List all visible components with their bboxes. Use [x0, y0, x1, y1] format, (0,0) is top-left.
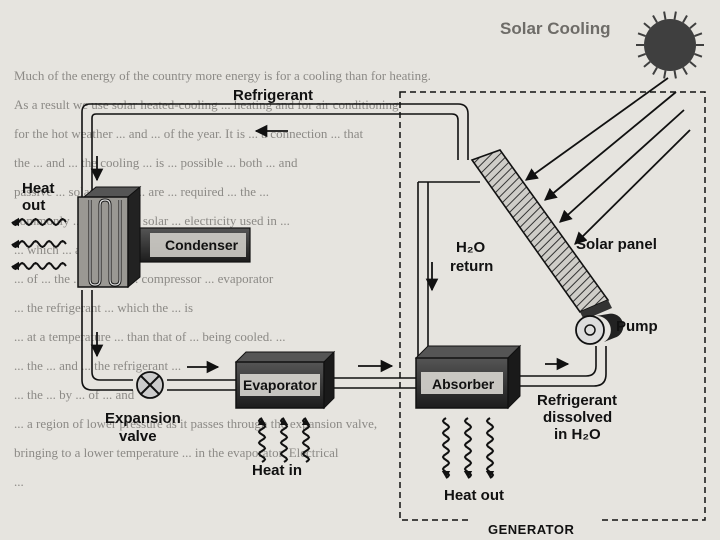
evaporator-box	[234, 350, 336, 410]
solar-ray-arrow	[544, 91, 677, 201]
heat-out-bottom-label: Heat out	[444, 487, 504, 504]
generator-boundary	[399, 91, 706, 521]
heat-in-label: Heat in	[252, 462, 302, 479]
section-heading: Solar Cooling	[500, 19, 611, 38]
solar-ray-arrow	[559, 109, 685, 223]
generator-label-bg	[470, 518, 600, 538]
expansion-valve-label-line2: valve	[119, 428, 157, 445]
solar-ray-arrow	[524, 77, 669, 181]
background-text-line: ...	[14, 474, 24, 489]
h2o-return-label-line1: H₂O	[456, 239, 485, 256]
solar-panel-label: Solar panel	[576, 236, 657, 253]
background-text-line: Much of the energy of the country more e…	[14, 68, 431, 83]
sun-icon	[636, 11, 704, 79]
wavy-heat-arrow-icon	[11, 217, 67, 227]
wavy-heat-arrow-icon	[257, 417, 267, 463]
refrigerant-dissolved-label-line3: in H₂O	[554, 426, 601, 443]
wavy-heat-arrow-icon	[11, 261, 67, 271]
evaporator-label: Evaporator	[243, 377, 317, 393]
expansion-valve-label-line1: Expansion	[105, 410, 181, 427]
solar-ray-arrow	[574, 129, 691, 245]
background-text-line: passive ... solar energy ... are ... req…	[14, 184, 269, 199]
pump-label: Pump	[616, 318, 658, 335]
refrigerant-label: Refrigerant	[233, 87, 313, 104]
wavy-heat-arrow-icon	[485, 417, 495, 479]
background-text-line: for the hot weather ... and ... of the y…	[14, 126, 363, 141]
refrigerant-dissolved-label-line1: Refrigerant	[537, 392, 617, 409]
wavy-heat-arrow-icon	[301, 417, 311, 463]
absorber-label: Absorber	[432, 376, 495, 392]
heat-out-label-line1: Heat	[22, 180, 55, 197]
pump-icon	[575, 313, 624, 345]
wavy-heat-arrow-icon	[441, 417, 451, 479]
h2o-return-pipe	[417, 181, 480, 358]
heat-arrows	[11, 217, 495, 479]
refrigerant-pipe	[81, 103, 607, 391]
background-text-line: the ... and ... the cooling ... is ... p…	[14, 155, 298, 170]
generator-label: GENERATOR	[488, 522, 574, 537]
refrigerant-dissolved-label-line2: dissolved	[543, 409, 612, 426]
background-text-line: ... the ... and ... the refrigerant ...	[14, 358, 181, 373]
wavy-heat-arrow-icon	[11, 239, 67, 249]
wavy-heat-arrow-icon	[279, 417, 289, 463]
expansion-valve-icon	[136, 371, 164, 399]
heat-out-label-line2: out	[22, 197, 45, 214]
condenser-box	[77, 185, 251, 289]
condenser-label: Condenser	[165, 237, 239, 253]
solar-ray-arrows	[524, 77, 691, 245]
solar-panel	[470, 149, 612, 320]
background-text-line: bringing to a lower temperature ... in t…	[14, 445, 339, 460]
h2o-return-label-line2: return	[450, 258, 493, 275]
flow-arrows	[90, 124, 570, 374]
wavy-heat-arrow-icon	[463, 417, 473, 479]
background-text-line: ... the refrigerant ... which the ... is	[14, 300, 193, 315]
absorber-box	[414, 344, 522, 410]
